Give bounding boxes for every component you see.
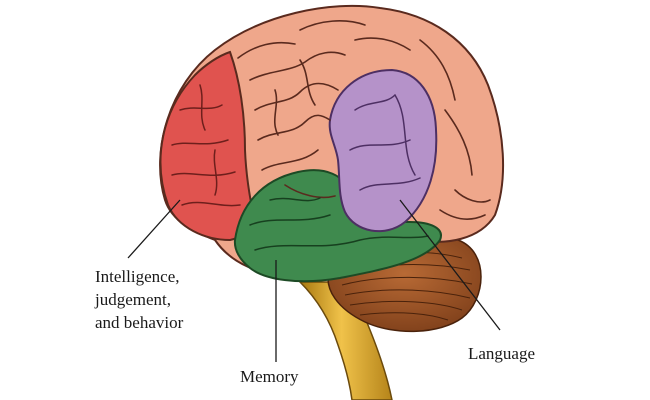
- language-label: Language: [468, 342, 535, 365]
- intelligence-label-line-3: and behavior: [95, 311, 183, 334]
- intelligence-label: Intelligence, judgement, and behavior: [95, 265, 183, 334]
- intelligence-leader-line: [128, 200, 180, 258]
- memory-label: Memory: [240, 365, 299, 388]
- intelligence-label-line-1: Intelligence,: [95, 265, 183, 288]
- intelligence-label-line-2: judgement,: [95, 288, 183, 311]
